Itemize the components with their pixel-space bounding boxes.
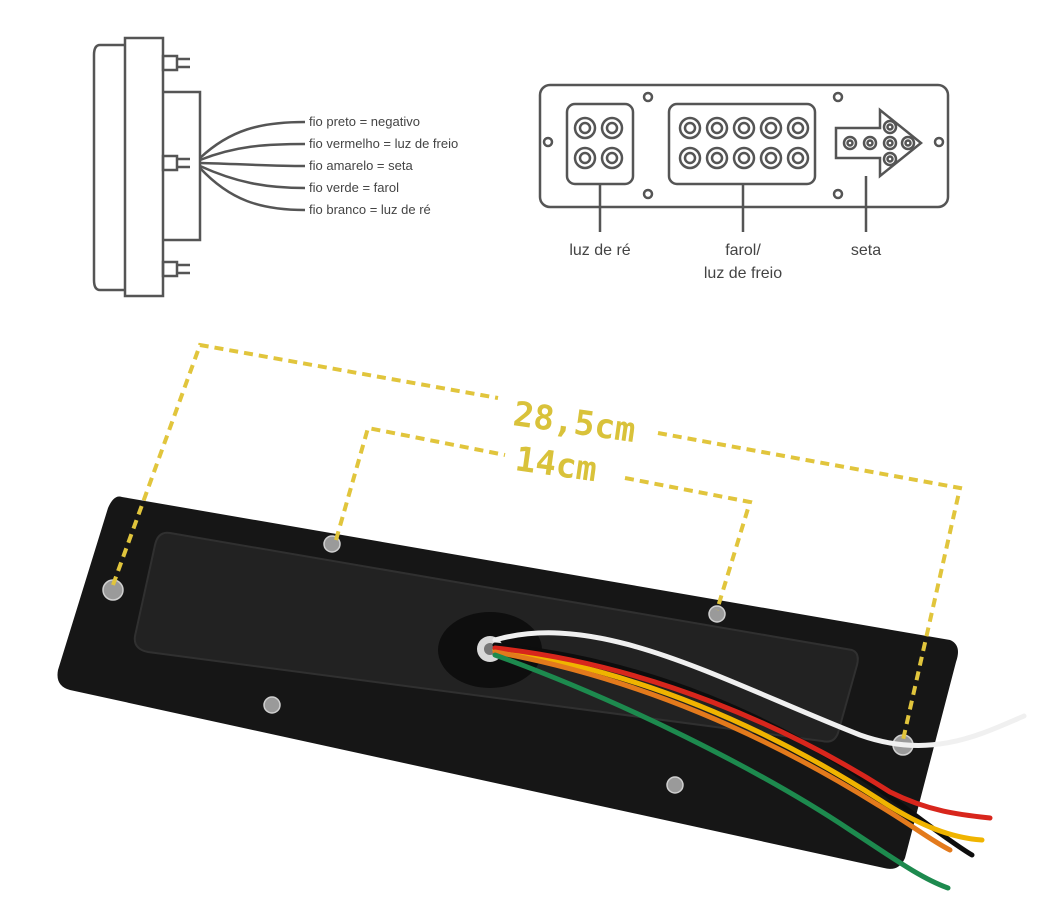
wire-bundle bbox=[492, 630, 1027, 891]
dimension-lines bbox=[111, 342, 963, 741]
legend-white-wire: fio branco = luz de ré bbox=[309, 202, 431, 217]
legend-red-wire: fio vermelho = luz de freio bbox=[309, 136, 458, 151]
bolt-lower-left bbox=[263, 696, 281, 714]
dimension-labels: 28,5cm 14cm bbox=[511, 394, 638, 490]
wire-white bbox=[492, 630, 1027, 748]
wire-legend: fio preto = negativo fio vermelho = luz … bbox=[309, 114, 458, 217]
wire-green bbox=[492, 652, 951, 891]
label-reverse-light: luz de ré bbox=[569, 242, 630, 259]
legend-yellow-wire: fio amarelo = seta bbox=[309, 158, 413, 173]
wire-orange bbox=[492, 649, 953, 853]
bolt-lower-right bbox=[666, 776, 684, 794]
mounting-bolts bbox=[102, 535, 914, 794]
legend-black-wire: fio preto = negativo bbox=[309, 114, 420, 129]
wire-yellow bbox=[492, 647, 985, 843]
dimension-inner-label: 14cm bbox=[513, 439, 600, 490]
label-turn-signal: seta bbox=[851, 242, 881, 259]
legend-green-wire: fio verde = farol bbox=[309, 180, 399, 195]
front-view-drawing bbox=[538, 83, 950, 232]
side-view-drawing bbox=[92, 36, 306, 298]
label-tail-light-line2: luz de freio bbox=[704, 265, 782, 282]
wire-red bbox=[492, 645, 993, 821]
bolt-inner-right bbox=[708, 605, 726, 623]
connector-labels: luz de ré farol/ luz de freio seta bbox=[569, 242, 881, 282]
label-tail-light-line1: farol/ bbox=[725, 242, 761, 259]
